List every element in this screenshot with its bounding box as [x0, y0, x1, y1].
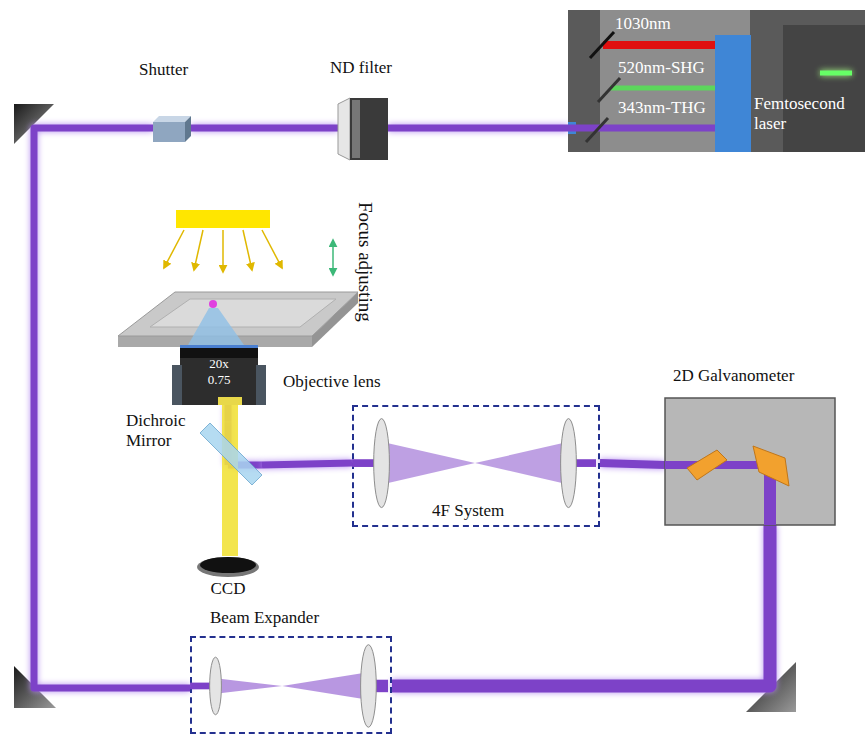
- beam-expander-shape: [192, 638, 390, 732]
- beam-expander: Beam Expander: [190, 636, 392, 734]
- component-label: Objective lens: [283, 372, 381, 392]
- component-label: ND filter: [330, 58, 392, 78]
- objective-lens: 20x0.75: [172, 345, 266, 405]
- laser-beam: [600, 463, 665, 465]
- laser-beam: [34, 128, 190, 688]
- laser-source: Femtosecond laser: [568, 10, 865, 152]
- component-label: 2D Galvanometer: [673, 366, 794, 386]
- light-rays: [164, 230, 282, 272]
- objective-spec: 20x: [172, 357, 266, 372]
- lamp: [176, 210, 270, 228]
- laser-beam: [262, 463, 352, 465]
- sample-stage: [118, 292, 358, 347]
- wavelength-label: 520nm-SHG: [618, 58, 705, 78]
- nd-filter: ND filter: [338, 98, 388, 160]
- wavelength-label: 1030nm: [615, 14, 671, 34]
- axis-label: Focus adjusting: [354, 202, 376, 322]
- nd-filter-shape: [338, 98, 388, 160]
- dichroic-mirror-shape: [200, 421, 262, 485]
- galvanometer-shape: [665, 398, 835, 525]
- component-label: Beam Expander: [210, 608, 319, 628]
- focus-arrow: [332, 240, 334, 275]
- wavelength-label: 343nm-THG: [618, 98, 706, 118]
- dichroic-mirror: Dichroic Mirror: [200, 421, 262, 485]
- laser-source-shape: [568, 10, 865, 152]
- shutter-shape: [153, 116, 191, 142]
- shutter: Shutter: [153, 116, 191, 142]
- focus-cone: [188, 308, 244, 345]
- focal-spot: [209, 300, 217, 308]
- laser-beam: [392, 525, 770, 686]
- ccd-camera: CCD: [195, 556, 261, 604]
- component-label: Shutter: [139, 60, 188, 80]
- galvanometer: 2D Galvanometer: [665, 398, 835, 525]
- laser-beam: [388, 125, 568, 132]
- four-f-system: 4F System: [352, 405, 600, 527]
- objective-spec: 0.75: [172, 373, 266, 388]
- laser-beam: [222, 405, 238, 556]
- component-label: 4F System: [432, 501, 504, 521]
- device-label: Femtosecond laser: [754, 94, 862, 133]
- component-label: CCD: [195, 579, 261, 599]
- component-label: Dichroic Mirror: [126, 411, 196, 450]
- laser-beam: [191, 125, 338, 132]
